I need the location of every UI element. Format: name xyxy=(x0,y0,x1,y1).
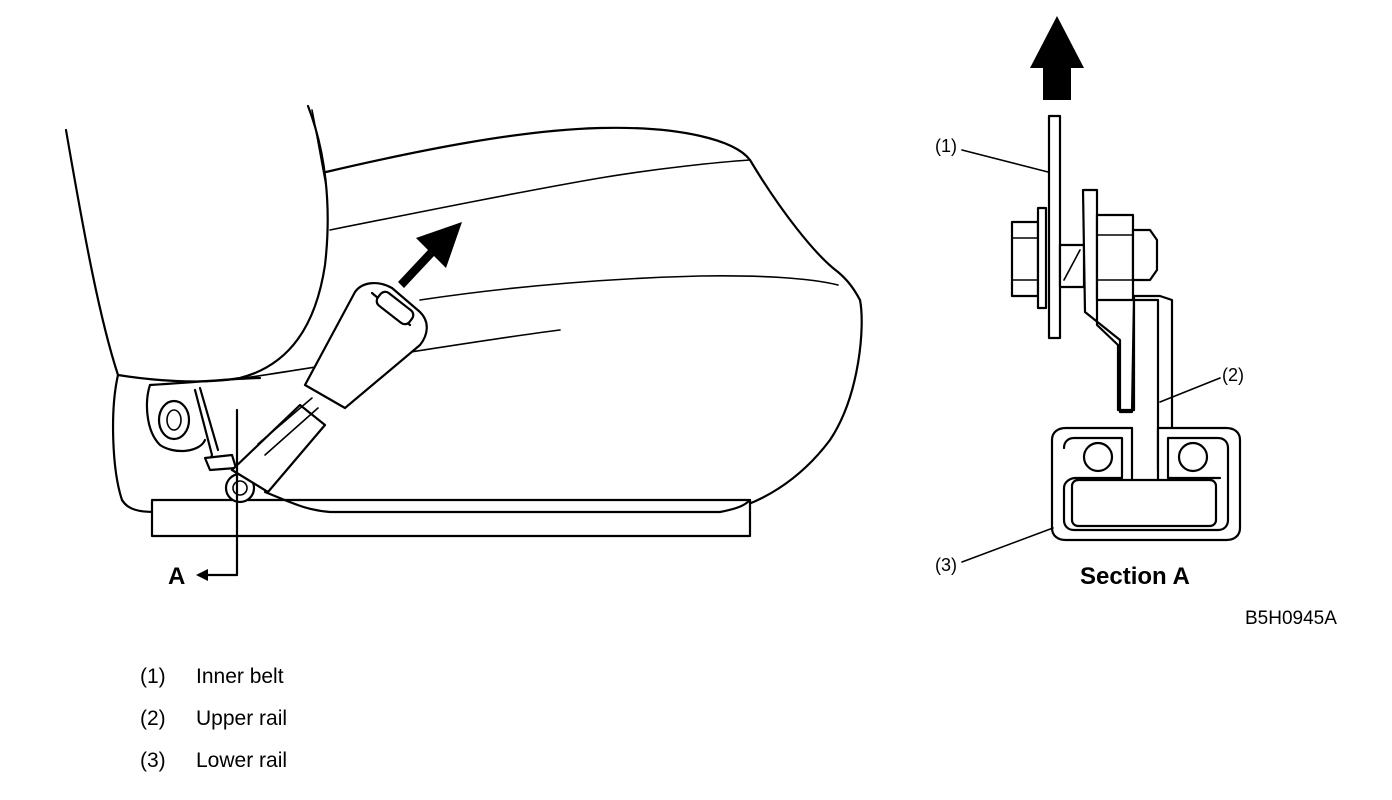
pivot-bolt-hole xyxy=(157,399,191,441)
seat-cushion xyxy=(111,270,863,514)
legend-label: Lower rail xyxy=(196,749,288,772)
nut xyxy=(1095,213,1135,302)
pull-direction-arrow xyxy=(398,222,462,288)
slider-block xyxy=(1070,478,1218,528)
leader-1 xyxy=(961,149,1049,173)
pull-up-arrow xyxy=(1030,16,1084,100)
legend-number: (1) xyxy=(140,665,166,688)
inner-belt-plate xyxy=(1047,114,1062,340)
bearing-ball-left xyxy=(1082,441,1114,473)
leader-3 xyxy=(961,527,1054,563)
callout-2: (2) xyxy=(1222,365,1244,385)
leader-2 xyxy=(1159,377,1221,403)
figure-code: B5H0945A xyxy=(1245,608,1337,629)
bolt-head xyxy=(1010,220,1040,298)
legend-number: (2) xyxy=(140,707,166,730)
legend-label: Upper rail xyxy=(196,707,288,730)
buckle-stalk xyxy=(230,403,327,494)
legend-label: Inner belt xyxy=(196,665,284,688)
section-title: Section A xyxy=(1080,563,1190,590)
legend-number: (3) xyxy=(140,749,166,772)
section-a-view: (1) (2) (3) Section A xyxy=(935,16,1244,590)
view-marker: A xyxy=(168,563,185,590)
seat-back xyxy=(64,128,120,377)
seat-side-view: A xyxy=(64,104,863,590)
legend-item: (3) Lower rail xyxy=(140,746,287,788)
legend-item: (2) Upper rail xyxy=(140,704,287,746)
bearing-ball-right xyxy=(1177,441,1209,473)
parts-legend: (1) Inner belt (2) Upper rail (3) Lower … xyxy=(140,662,287,788)
callout-3: (3) xyxy=(935,555,957,575)
seat-rail xyxy=(150,498,752,538)
callout-1: (1) xyxy=(935,136,957,156)
buckle xyxy=(303,282,428,410)
legend-item: (1) Inner belt xyxy=(140,662,287,704)
